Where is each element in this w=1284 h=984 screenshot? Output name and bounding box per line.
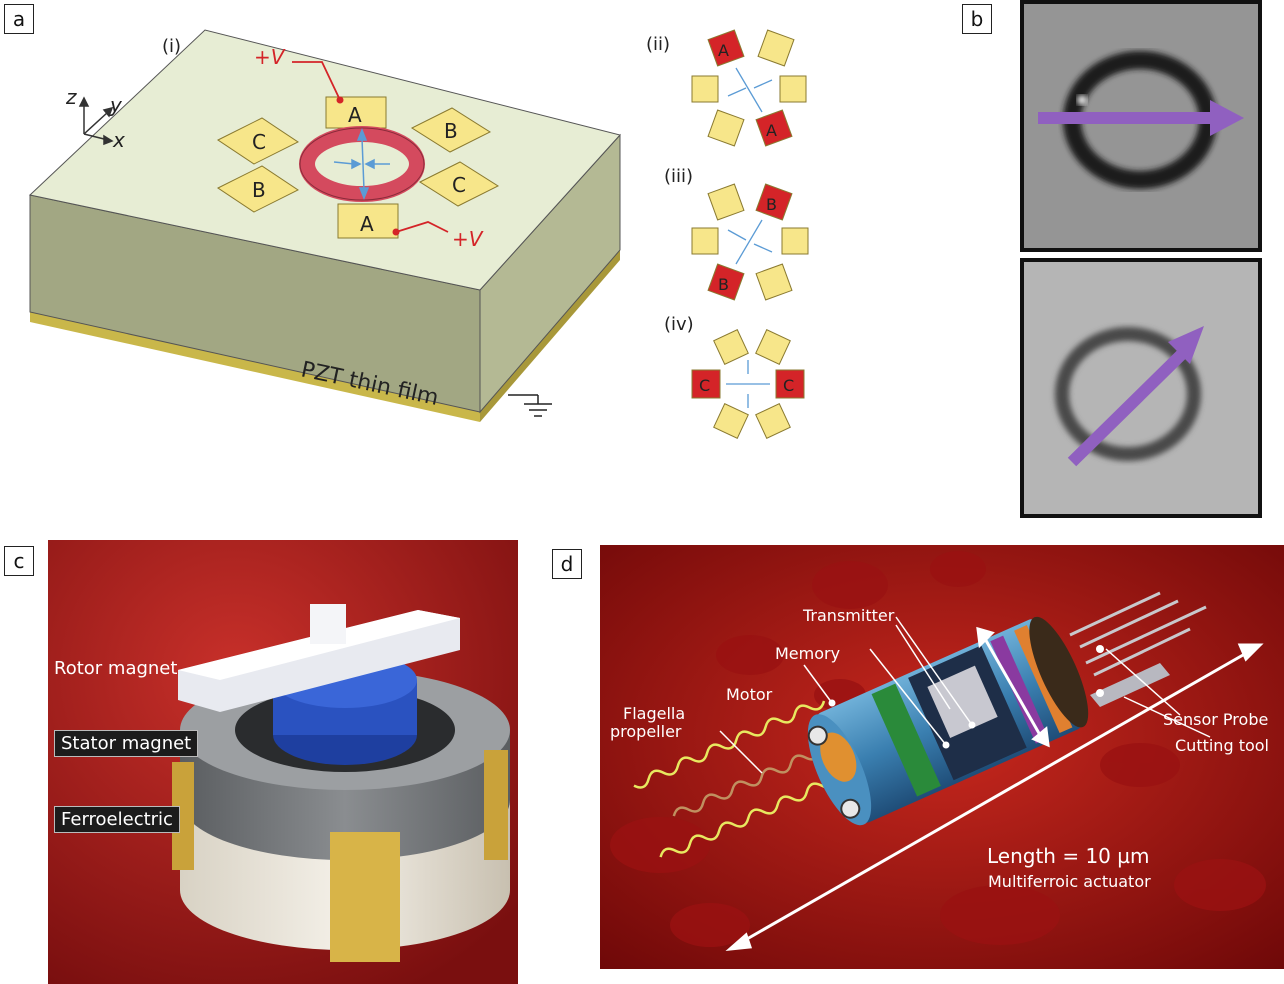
electrode-b-left-label: B [252, 178, 266, 202]
length-arrow [725, 643, 1264, 951]
motor-label: Motor [726, 685, 773, 704]
multiferroic-label: Multiferroic actuator [988, 872, 1151, 891]
film-top-face [28, 29, 621, 291]
gold-electrode-left [172, 762, 194, 870]
electrode-c-right [418, 161, 500, 207]
ferroelectric-label: Ferroelectric [54, 806, 180, 833]
film-bottom-layer-right [480, 250, 620, 422]
panel-label-a: a [4, 4, 34, 34]
svg-text:A: A [766, 121, 777, 140]
voltage-top-label: +V [254, 45, 286, 69]
ground-symbol [508, 394, 552, 417]
voltage-bottom-label: +V [452, 227, 484, 251]
panel-b-images [1020, 0, 1262, 518]
nanorobot-body [807, 616, 1089, 826]
electrode-a-top [325, 96, 387, 129]
sub-label-ii: (ii) [646, 34, 670, 55]
panel-c-motor [48, 540, 518, 984]
axes-icon [78, 96, 114, 146]
gold-electrode-front [330, 832, 400, 962]
config-iv [691, 329, 805, 439]
magnetization-arrow-top [1038, 100, 1244, 136]
electrode-a-top-label: A [348, 103, 362, 127]
electrode-a-bottom-label: A [360, 212, 374, 236]
panel-label-b: b [962, 4, 992, 34]
sensor-probes [1069, 591, 1207, 677]
blood-cells [610, 551, 1266, 947]
flagella-label-line1: Flagella [623, 704, 686, 723]
electrode-c-left-label: C [252, 130, 266, 154]
sensor-probe-label: Sensor Probe [1163, 710, 1269, 729]
film-bottom-layer [30, 312, 480, 422]
flagella-label-line2: propeller [610, 722, 682, 741]
panel-a-diagram: z y x A A C B B C +V +V PZT thin film (i… [28, 29, 809, 439]
electrode-c-left [217, 117, 299, 165]
rotor-magnet-label: Rotor magnet [54, 658, 178, 679]
electrode-a-bottom [337, 203, 399, 239]
length-label: Length = 10 µm [987, 844, 1150, 868]
svg-text:C: C [699, 376, 710, 395]
panel-label-d: d [552, 549, 582, 579]
svg-text:B: B [718, 275, 729, 294]
config-ii [691, 29, 807, 147]
cutting-tool [1090, 663, 1170, 707]
electrode-b-right-label: B [444, 119, 458, 143]
panel-d-nanorobot [600, 545, 1284, 969]
cutting-tool-label: Cutting tool [1175, 736, 1269, 755]
gold-electrode-right [484, 750, 508, 860]
axis-x-label: x [112, 128, 125, 152]
axis-y-label: y [109, 93, 123, 117]
voltage-wire-top [292, 61, 341, 101]
memory-label: Memory [775, 644, 841, 663]
sub-label-i: (i) [162, 36, 181, 57]
flagella [633, 700, 838, 858]
electrode-c-right-label: C [452, 173, 466, 197]
sub-label-iv: (iv) [664, 314, 694, 335]
config-iii [691, 183, 809, 301]
electrode-b-left [217, 165, 299, 213]
magnetization-arrow-bottom [1067, 326, 1204, 467]
electrode-b-right [410, 107, 492, 153]
voltage-wire-bottom [395, 221, 449, 233]
svg-text:C: C [783, 376, 794, 395]
svg-text:B: B [766, 195, 777, 214]
strain-arrows [333, 127, 390, 201]
diameter-arrow [976, 626, 1050, 748]
transmitter-label: Transmitter [803, 606, 895, 625]
svg-text:A: A [718, 41, 729, 60]
axis-z-label: z [65, 85, 77, 109]
stator-magnet-label: Stator magnet [54, 730, 199, 757]
sub-label-iii: (iii) [664, 166, 693, 187]
panel-label-c: c [4, 546, 34, 576]
